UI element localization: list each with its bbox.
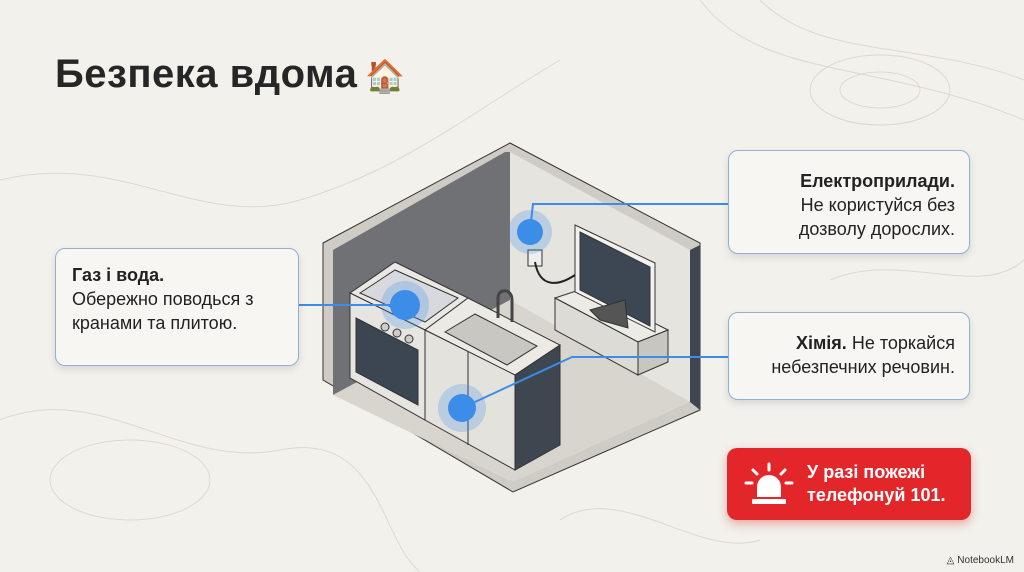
right-wall-edge <box>690 245 700 410</box>
brand-text: NotebookLM <box>957 555 1014 566</box>
brand-watermark: ◬NotebookLM <box>947 555 1014 566</box>
callout-text: Обережно поводься з кранами та плитою. <box>72 289 254 333</box>
callout-heading: Газ і вода. <box>72 265 165 285</box>
callout-gas-water: Газ і вода. Обережно поводься з кранами … <box>55 248 299 366</box>
emergency-text: У разі пожежі телефонуй 101. <box>807 462 946 505</box>
emergency-banner: У разі пожежі телефонуй 101. <box>727 448 971 520</box>
house-icon: 🏠 <box>365 58 406 94</box>
callout-heading: Електроприлади. <box>800 171 955 191</box>
callout-heading: Хімія. <box>795 333 847 353</box>
callout-text: Не користуйся без дозволу дорослих. <box>798 195 955 239</box>
power-cord <box>534 261 576 284</box>
title-text: Безпека вдома <box>55 52 358 96</box>
faucet <box>496 289 514 322</box>
tv <box>574 224 656 333</box>
page-title: Безпека вдома🏠 <box>55 52 406 97</box>
hotspots <box>381 210 552 432</box>
siren-icon <box>744 462 794 504</box>
callout-electric: Електроприлади. Не користуйся без дозвол… <box>728 150 970 254</box>
callout-chemicals: Хімія. Не торкайся небезпечних речовин. <box>728 312 970 400</box>
notebooklm-logo-icon: ◬ <box>946 555 955 566</box>
callout-text: Не торкайся небезпечних речовин. <box>771 333 955 377</box>
